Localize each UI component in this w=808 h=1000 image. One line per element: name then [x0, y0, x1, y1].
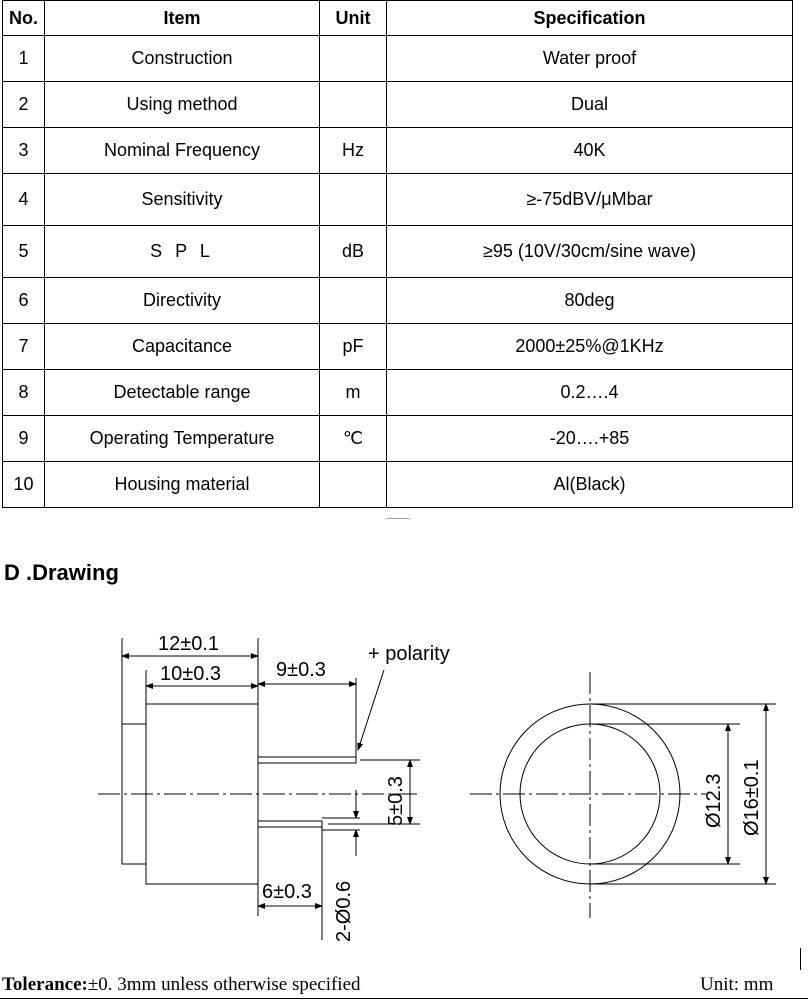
cell-item: Detectable range: [44, 369, 320, 416]
cell-spec: 0.2….4: [386, 369, 793, 416]
dim-label-pin-diameter: 2-Ø0.6: [333, 881, 355, 942]
dim-label-pin-spacing: 5±0.3: [385, 776, 407, 826]
positive-pin: [257, 756, 357, 764]
cell-spec: 80deg: [386, 277, 793, 324]
cell-item: Nominal Frequency: [44, 127, 320, 174]
cell-no: 7: [2, 323, 45, 370]
cell-spec: -20….+85: [386, 415, 793, 462]
cell-unit: [319, 277, 387, 324]
cell-unit: Hz: [319, 127, 387, 174]
polarity-label: + polarity: [368, 643, 450, 665]
section-heading: D .Drawing: [4, 560, 119, 585]
tolerance-note: Tolerance:±0. 3mm unless otherwise speci…: [2, 974, 361, 996]
negative-pin: [257, 820, 323, 828]
cell-no: 6: [2, 277, 45, 324]
cell-unit: [319, 173, 387, 226]
mechanical-drawing: 12±0.1 10±0.3 9±0.3 + polarity 5±0.3 6±0…: [98, 633, 776, 942]
cell-item: Housing material: [44, 461, 320, 508]
cell-spec: 2000±25%@1KHz: [386, 323, 793, 370]
dim-label-pin: 9±0.3: [276, 659, 326, 681]
dim-label-short-pin: 6±0.3: [262, 881, 312, 903]
tolerance-text: ±0. 3mm unless otherwise specified: [87, 974, 361, 995]
dim-label-outer-diameter: Ø16±0.1: [741, 759, 763, 836]
cell-spec: Water proof: [386, 35, 793, 82]
dim-label-inner-diameter: Ø12.3: [703, 774, 725, 828]
cell-item: Sensitivity: [44, 173, 320, 226]
cell-no: 4: [2, 173, 45, 226]
header-no: No.: [2, 0, 45, 36]
cell-no: 2: [2, 81, 45, 128]
cell-item: Using method: [44, 81, 320, 128]
table-header-row: No. Item Unit Specification: [2, 0, 793, 36]
cell-no: 1: [2, 35, 45, 82]
table-row: 1 Construction Water proof: [2, 35, 793, 82]
header-item: Item: [44, 0, 320, 36]
cell-item: Construction: [44, 35, 320, 82]
margin-mark: [800, 948, 801, 970]
cell-no: 9: [2, 415, 45, 462]
cell-no: 8: [2, 369, 45, 416]
header-specification: Specification: [386, 0, 793, 36]
table-row: 10 Housing material Al(Black): [2, 461, 793, 508]
polarity-leader: [357, 669, 385, 751]
cell-item: Directivity: [44, 277, 320, 324]
cell-unit: dB: [319, 225, 387, 278]
tolerance-label: Tolerance:: [2, 974, 88, 995]
table-row: 7 Capacitance pF 2000±25%@1KHz: [2, 323, 793, 370]
dim-label-body: 10±0.3: [160, 663, 221, 685]
cell-spec: ≥-75dBV/μMbar: [386, 173, 793, 226]
cell-spec: Dual: [386, 81, 793, 128]
cell-item: S P L: [44, 225, 320, 278]
cell-no: 3: [2, 127, 45, 174]
unit-note: Unit: mm: [700, 974, 774, 995]
cell-no: 10: [2, 461, 45, 508]
bottom-rule: [0, 998, 808, 999]
cell-unit: ℃: [319, 415, 387, 462]
table-row: 8 Detectable range m 0.2….4: [2, 369, 793, 416]
cell-no: 5: [2, 225, 45, 278]
table-row: 5 S P L dB ≥95 (10V/30cm/sine wave): [2, 225, 793, 278]
table-row: 9 Operating Temperature ℃ -20….+85: [2, 415, 793, 462]
dim-label-overall: 12±0.1: [158, 633, 219, 655]
table-row: 4 Sensitivity ≥-75dBV/μMbar: [2, 173, 793, 226]
cell-unit: [319, 81, 387, 128]
cell-item: Capacitance: [44, 323, 320, 370]
table-row: 6 Directivity 80deg: [2, 277, 793, 324]
table-row: 2 Using method Dual: [2, 81, 793, 128]
cell-unit: pF: [319, 323, 387, 370]
header-unit: Unit: [319, 0, 387, 36]
cell-spec: ≥95 (10V/30cm/sine wave): [386, 225, 793, 278]
table-row: 3 Nominal Frequency Hz 40K: [2, 127, 793, 174]
cell-spec: Al(Black): [386, 461, 793, 508]
page-separator: [385, 518, 411, 524]
cell-unit: [319, 35, 387, 82]
cell-spec: 40K: [386, 127, 793, 174]
cell-item: Operating Temperature: [44, 415, 320, 462]
cell-unit: m: [319, 369, 387, 416]
specification-table: No. Item Unit Specification 1 Constructi…: [2, 0, 793, 508]
cell-unit: [319, 461, 387, 508]
